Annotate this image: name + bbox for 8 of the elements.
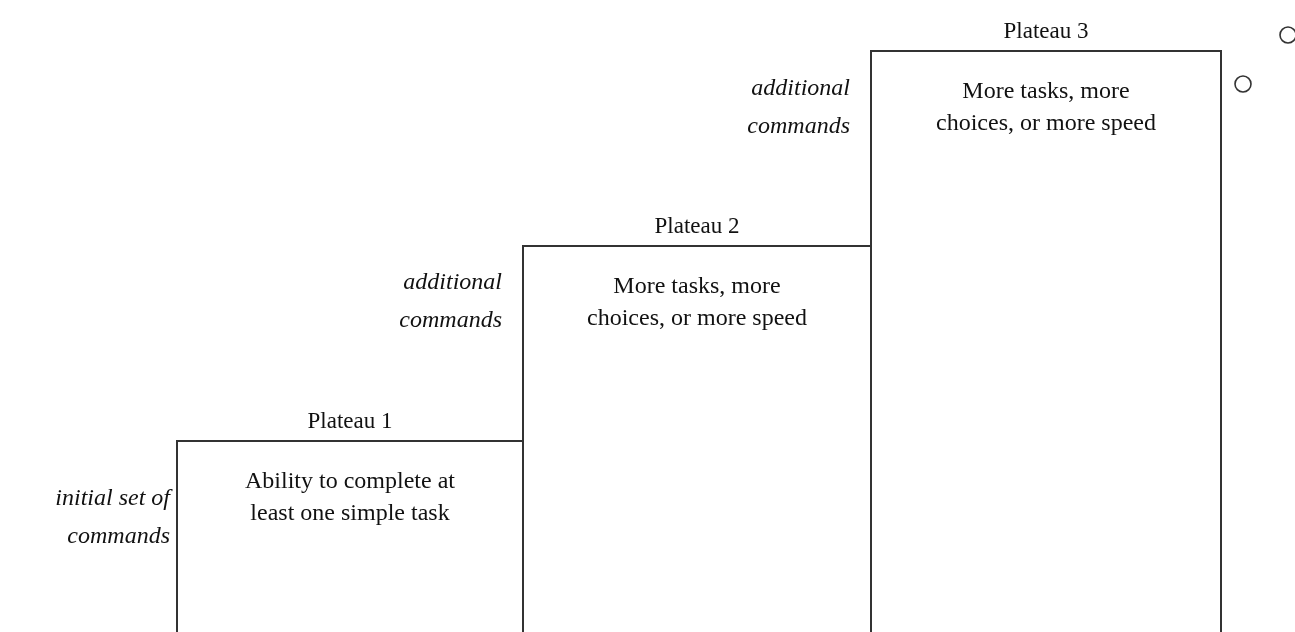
step-description: More tasks, more choices, or more speed xyxy=(586,271,808,332)
step-description: Ability to complete at least one simple task xyxy=(244,466,456,527)
step-description: More tasks, more choices, or more speed xyxy=(935,76,1157,137)
side-note: additional commands xyxy=(746,73,850,140)
step-heading: Plateau 3 xyxy=(1003,18,1089,43)
side-note: additional commands xyxy=(398,267,502,334)
step-heading: Plateau 1 xyxy=(307,408,393,433)
step-heading: Plateau 2 xyxy=(654,213,740,238)
